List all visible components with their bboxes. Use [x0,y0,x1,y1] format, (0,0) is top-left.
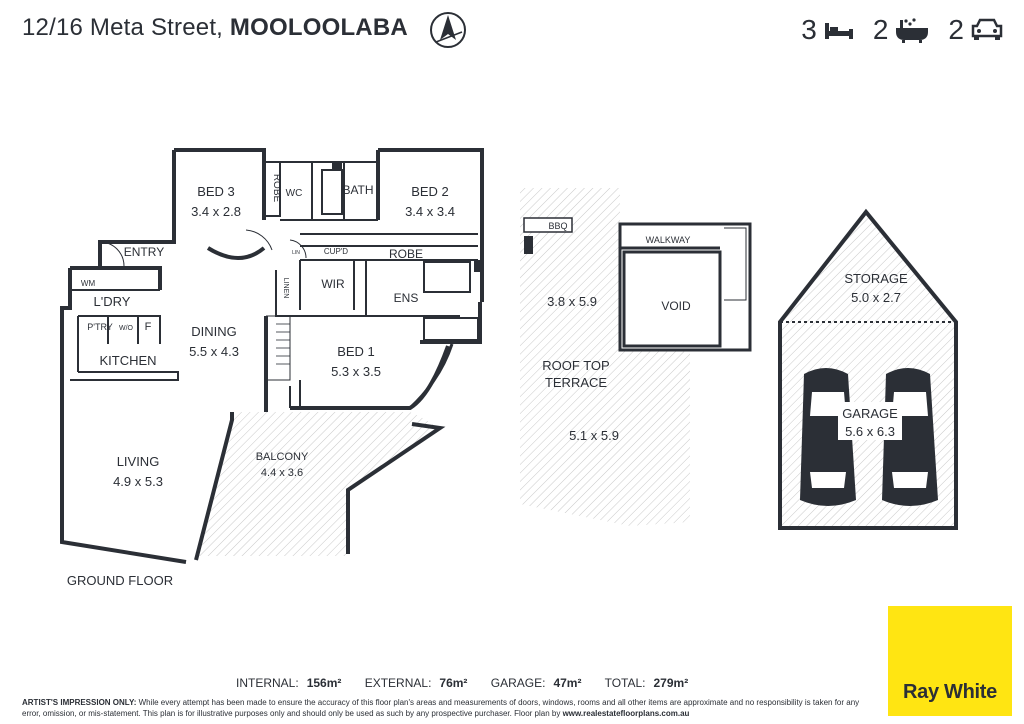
door-swing [245,229,273,251]
bed3-name: BED 3 [197,184,235,199]
total-label: TOTAL: [604,676,646,690]
terrace-lower-size: 5.1 x 5.9 [569,428,619,443]
brand-logo: Ray White [888,606,1012,716]
garage-size: 5.6 x 6.3 [845,424,895,439]
bed-icon [824,23,853,39]
wc-label: WC [286,188,303,199]
bed3-size: 3.4 x 2.8 [191,204,241,219]
header: 12/16 Meta Street, MOOLOOLABA 3 2 [0,0,1024,60]
door-swing [99,241,125,267]
entry-label: ENTRY [124,245,164,259]
stair-treads [276,323,290,365]
roof-top-line2: TERRACE [545,375,607,390]
balcony-name: BALCONY [256,451,309,463]
car-count: 2 [948,14,1004,46]
cupd-label: CUP'D [324,247,348,256]
car-icon [971,18,1003,40]
kitchen-label: KITCHEN [99,353,156,368]
compass-icon [430,12,466,48]
ground-floor-label: GROUND FLOOR [67,573,173,588]
area-summary: INTERNAL: 156m² EXTERNAL: 76m² GARAGE: 47m²… [236,676,708,690]
disclaimer-text: While every attempt has been made to ens… [22,698,860,718]
feature-counts: 3 2 2 [801,14,1004,46]
bbq-counter [523,217,573,233]
bed1-size: 5.3 x 3.5 [331,364,381,379]
living-size: 4.9 x 5.3 [113,474,163,489]
wo-label: W/O [119,325,134,332]
dining-name: DINING [191,324,237,339]
street: 12/16 Meta Street, [22,14,230,41]
ptry-label: P'TRY [87,322,113,332]
storage-name: STORAGE [844,271,908,286]
wir-label: WIR [321,277,345,291]
storage-size: 5.0 x 2.7 [851,290,901,305]
roof-top-line1: ROOF TOP [542,358,609,373]
dining-size: 5.5 x 4.3 [189,344,239,359]
garage-area-label: GARAGE: [490,676,546,690]
ldry-label: L'DRY [94,294,131,309]
linen-small-label: LIN [292,250,300,256]
bathrooms-count: 2 [873,14,931,46]
internal-label: INTERNAL: [236,676,299,690]
robe2-label: ROBE [389,247,423,261]
total-value: 279m² [653,676,689,690]
bbq-label: BBQ [548,221,567,231]
internal-value: 156m² [306,676,342,690]
roof-terrace-walls [618,222,752,352]
walkway-label: WALKWAY [646,235,691,245]
ground-floor-walls [60,148,484,564]
balcony-area [198,412,438,556]
disclaimer-url: www.realestatefloorplans.com.au [562,709,690,718]
roof-terrace-area [520,188,690,526]
ground-floor-interior [70,161,479,408]
terrace-column [524,236,533,254]
brand-name: Ray White [903,681,997,703]
door-swing [289,239,307,259]
robe1-label: ROBE [271,174,282,203]
external-label: EXTERNAL: [364,676,432,690]
bath-label: BATH [342,183,373,197]
balcony-size: 4.4 x 3.6 [261,467,303,479]
garage-area-value: 47m² [553,676,582,690]
suburb: MOOLOOLABA [229,14,408,41]
living-name: LIVING [117,454,160,469]
bed1-name: BED 1 [337,344,375,359]
linen-label: LINEN [282,278,289,299]
bath-icon [896,18,929,43]
address: 12/16 Meta Street, MOOLOOLABA [22,14,408,42]
terrace-stairs [724,227,747,301]
bedrooms-value: 3 [801,14,817,45]
void-label: VOID [661,299,691,313]
bathrooms-value: 2 [872,14,889,45]
terrace-upper-size: 3.8 x 5.9 [547,294,597,309]
wall-column [474,260,484,272]
garage-name: GARAGE [842,406,898,421]
bed2-name: BED 2 [411,184,449,199]
car-value: 2 [948,14,964,45]
disclaimer: ARTIST'S IMPRESSION ONLY: While every at… [22,697,862,719]
bed1-curved-wall [408,343,454,410]
ens-label: ENS [394,291,419,305]
garage-label-bg [838,402,902,440]
bed3-curved-wall [206,246,266,260]
wm-label: WM [81,279,96,288]
wall-column [332,161,342,171]
bedrooms-count: 3 [801,14,855,46]
external-value: 76m² [439,676,468,690]
disclaimer-lead: ARTIST'S IMPRESSION ONLY: [22,698,137,707]
bed2-size: 3.4 x 3.4 [405,204,455,219]
room-labels: BED 3 3.4 x 2.8 ROBE WC BATH BED 2 3.4 x… [67,174,908,588]
fridge-label: F [145,321,152,333]
